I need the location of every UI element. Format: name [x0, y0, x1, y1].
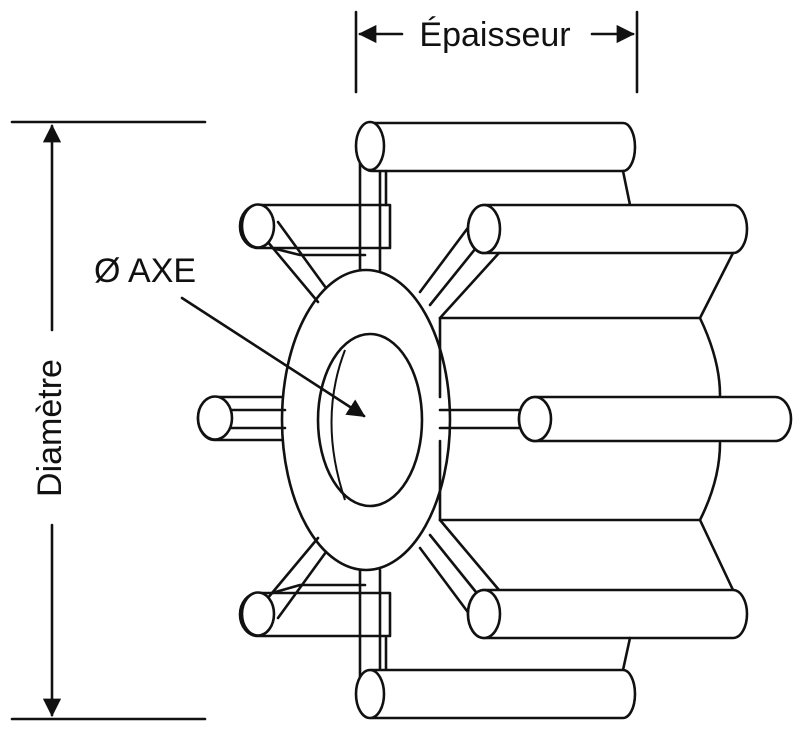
axis-leader-arrow — [180, 296, 366, 418]
diameter-label: Diamètre — [31, 359, 69, 497]
diameter-dimension: Diamètre — [10, 120, 207, 721]
thickness-label: Épaisseur — [419, 16, 570, 54]
thickness-dimension: Épaisseur — [354, 10, 639, 94]
fin-right — [438, 316, 793, 522]
spoke-caps — [196, 120, 553, 720]
impeller — [196, 120, 793, 720]
fin-bottom — [356, 636, 637, 720]
axis-label: Ø AXE — [94, 252, 196, 290]
fin-lower-right — [438, 518, 749, 672]
axis-callout: Ø AXE — [94, 252, 366, 418]
fin-top — [356, 121, 637, 207]
shaft-bore — [316, 332, 424, 508]
